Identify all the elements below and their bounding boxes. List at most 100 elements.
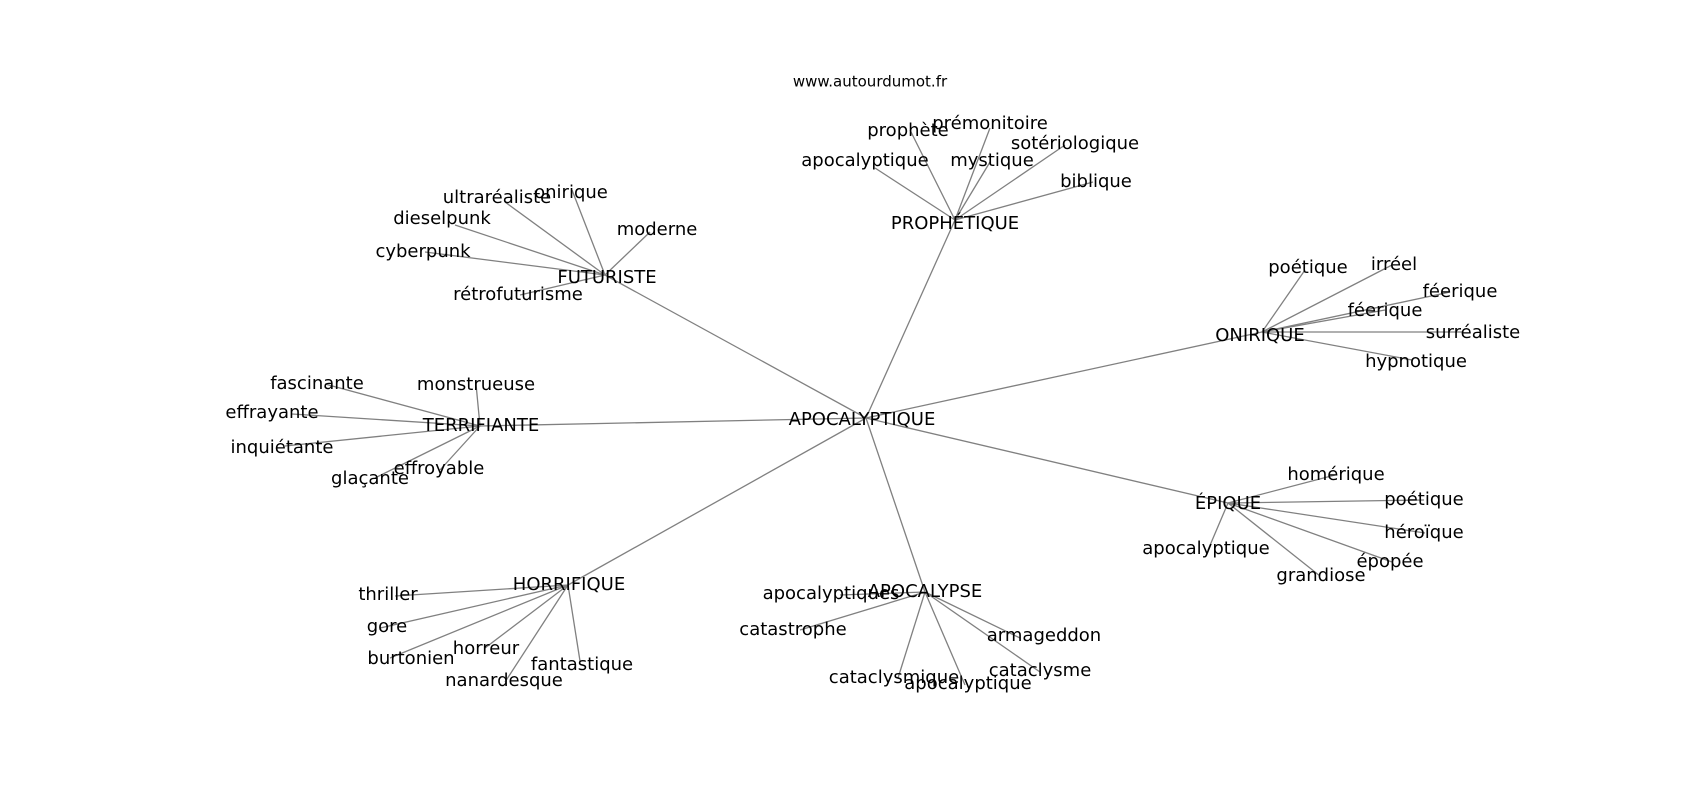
- edge-cluster-leaf: [504, 584, 569, 683]
- leaf-node-label: glaçante: [331, 468, 409, 489]
- cluster-node-label: HORRIFIQUE: [513, 574, 625, 595]
- edge-cluster-leaf: [604, 231, 651, 276]
- leaf-node-label: surréaliste: [1426, 322, 1521, 343]
- edge-cluster-leaf: [394, 584, 569, 597]
- cluster-node-label: TERRIFIANTE: [422, 415, 540, 436]
- leaf-node-label: monstrueuse: [417, 374, 535, 395]
- edge-root-cluster: [865, 219, 956, 419]
- edge-root-cluster: [865, 331, 1263, 419]
- edge-cluster-leaf: [379, 584, 569, 629]
- edge-cluster-leaf: [439, 425, 481, 471]
- leaf-node-label: catastrophe: [739, 619, 846, 640]
- edge-root-cluster: [865, 417, 926, 593]
- edge-cluster-leaf: [374, 425, 481, 479]
- leaf-node-label: cataclysme: [989, 660, 1092, 681]
- graph-edges: [284, 127, 1462, 686]
- edge-cluster-leaf: [389, 584, 569, 659]
- leaf-node-label: homérique: [1287, 464, 1384, 485]
- edge-root-cluster: [567, 417, 867, 586]
- edge-cluster-leaf: [567, 584, 581, 662]
- edge-cluster-leaf: [519, 274, 606, 296]
- leaf-node-label: mystique: [950, 150, 1034, 171]
- leaf-node-label: effrayante: [225, 402, 318, 423]
- cluster-node-label: FUTURISTE: [557, 267, 656, 288]
- leaf-node-label: apocalyptique: [801, 150, 928, 171]
- leaf-node-label: prémonitoire: [932, 113, 1048, 134]
- cluster-node-label: ÉPIQUE: [1195, 492, 1261, 514]
- edge-cluster-leaf: [1227, 474, 1336, 504]
- leaf-node-label: sotériologique: [1011, 133, 1139, 154]
- leaf-node-label: armageddon: [987, 625, 1101, 646]
- edge-cluster-leaf: [1261, 331, 1413, 361]
- edge-cluster-leaf: [1227, 502, 1426, 534]
- leaf-node-label: apocalyptique: [1142, 538, 1269, 559]
- edge-cluster-leaf: [954, 127, 991, 221]
- edge-cluster-leaf: [897, 591, 926, 679]
- leaf-node-label: burtonien: [367, 648, 454, 669]
- edge-cluster-leaf: [1227, 502, 1321, 577]
- edge-root-cluster: [479, 417, 867, 427]
- leaf-node-label: poétique: [1268, 257, 1347, 278]
- cluster-node-label: APOCALYPSE: [868, 581, 983, 602]
- leaf-node-label: nanardesque: [445, 670, 563, 691]
- edge-cluster-leaf: [954, 144, 1066, 221]
- leaf-node-label: apocalyptique: [904, 673, 1031, 694]
- edge-cluster-leaf: [954, 161, 991, 221]
- leaf-node-label: héroïque: [1384, 522, 1463, 543]
- leaf-node-label: hypnotique: [1365, 351, 1467, 372]
- leaf-node-label: effroyable: [394, 458, 485, 479]
- edge-cluster-leaf: [839, 591, 926, 596]
- edge-cluster-leaf: [909, 129, 956, 221]
- edge-cluster-leaf: [291, 413, 481, 427]
- edge-cluster-leaf: [924, 591, 1041, 673]
- edge-cluster-leaf: [424, 251, 606, 276]
- graph-labels: APOCALYPTIQUE PROPHÉTIQUE apocalyptique pro…: [225, 113, 1520, 694]
- edge-cluster-leaf: [924, 591, 1021, 639]
- leaf-node-label: prophète: [867, 120, 948, 141]
- edge-cluster-leaf: [954, 181, 1094, 221]
- leaf-node-label: cyberpunk: [375, 241, 471, 262]
- edge-cluster-leaf: [1227, 499, 1425, 504]
- edge-cluster-leaf: [1261, 291, 1451, 333]
- leaf-node-label: féerique: [1423, 281, 1498, 302]
- edge-cluster-leaf: [1207, 502, 1229, 551]
- edge-cluster-leaf: [484, 584, 569, 649]
- leaf-node-label: fascinante: [270, 373, 364, 394]
- leaf-node-label: ultraréaliste: [443, 187, 552, 208]
- leaf-node-label: thriller: [358, 584, 418, 605]
- cluster-node-label: PROPHÉTIQUE: [891, 212, 1019, 234]
- leaf-node-label: poétique: [1384, 489, 1463, 510]
- leaf-node-label: apocalyptiques: [763, 583, 900, 604]
- edge-cluster-leaf: [874, 167, 956, 221]
- leaf-node-label: rétrofuturisme: [453, 284, 583, 305]
- edge-cluster-leaf: [324, 383, 481, 427]
- edge-cluster-leaf: [1261, 269, 1306, 333]
- leaf-node-label: irréel: [1371, 254, 1417, 275]
- leaf-node-label: épopée: [1356, 551, 1423, 572]
- leaf-node-label: horreur: [453, 638, 520, 659]
- leaf-node-label: cataclysmique: [829, 667, 959, 688]
- edge-cluster-leaf: [504, 201, 606, 276]
- root-node-label: APOCALYPTIQUE: [789, 409, 936, 430]
- leaf-node-label: grandiose: [1276, 565, 1365, 586]
- edge-cluster-leaf: [475, 383, 481, 427]
- edge-cluster-leaf: [1261, 264, 1393, 333]
- edge-cluster-leaf: [1261, 309, 1386, 333]
- leaf-node-label: inquiétante: [231, 437, 334, 458]
- leaf-node-label: dieselpunk: [393, 208, 491, 229]
- leaf-node-label: gore: [367, 616, 408, 637]
- edge-cluster-leaf: [454, 224, 606, 276]
- edge-cluster-leaf: [799, 591, 926, 631]
- cluster-node-label: ONIRIQUE: [1215, 325, 1304, 346]
- leaf-node-label: onirique: [534, 182, 608, 203]
- leaf-node-label: fantastique: [531, 654, 633, 675]
- edge-root-cluster: [604, 274, 867, 419]
- edge-cluster-leaf: [284, 425, 481, 447]
- edge-cluster-leaf: [571, 189, 606, 276]
- edge-root-cluster: [865, 417, 1229, 504]
- source-watermark: www.autourdumot.fr: [793, 73, 948, 91]
- leaf-node-label: biblique: [1060, 171, 1132, 192]
- leaf-node-label: féerique: [1348, 300, 1423, 321]
- edge-cluster-leaf: [1227, 502, 1393, 563]
